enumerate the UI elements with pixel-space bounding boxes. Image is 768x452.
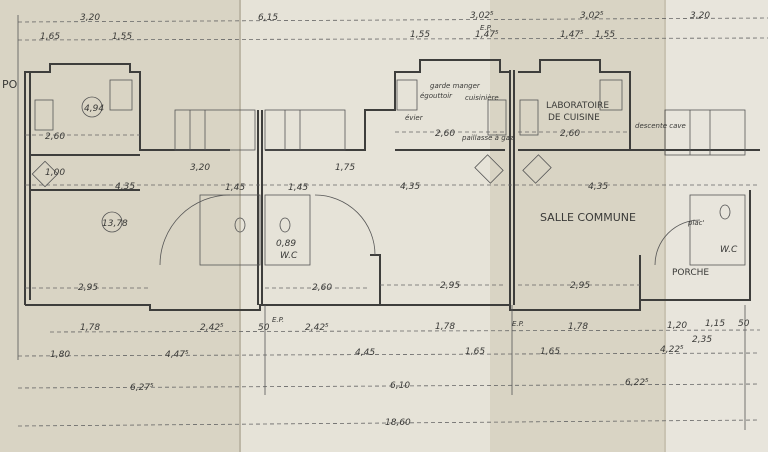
kitchen-fixtures bbox=[31, 79, 731, 233]
dim-bottom: 2,42⁵ bbox=[200, 323, 224, 333]
room-label-salle-commune: SALLE COMMUNE bbox=[540, 211, 636, 224]
dim-top: 1,55 bbox=[595, 30, 615, 40]
room-label-placard: plac' bbox=[687, 219, 705, 227]
room-label-cuisine: DE CUISINE bbox=[548, 113, 600, 123]
note-cuisiniere: cuisinière bbox=[465, 94, 499, 102]
wc-area: 0,89 bbox=[276, 239, 296, 249]
note-descente-cave: descente cave bbox=[635, 122, 686, 130]
evier-grid bbox=[34, 99, 54, 131]
dim-inner: 2,60 bbox=[45, 132, 65, 142]
evier-box bbox=[396, 79, 418, 111]
dim-inner: 4,35 bbox=[588, 182, 608, 192]
dim-top: 3,02⁵ bbox=[580, 11, 604, 21]
dim-bottom: 1,78 bbox=[80, 323, 100, 333]
dim-bottom: 1,20 bbox=[667, 321, 687, 331]
dim-bottom: 1,15 bbox=[705, 319, 725, 329]
wc-bowl bbox=[234, 217, 246, 233]
dim-inner: 3,20 bbox=[190, 163, 210, 173]
top-dimension-lines bbox=[17, 15, 768, 360]
room-label-wc: W.C bbox=[720, 245, 738, 255]
chimney-flue bbox=[474, 154, 504, 184]
wc-bowl bbox=[279, 217, 291, 233]
dim-inner: 2,60 bbox=[435, 129, 455, 139]
note-garde-manger: garde manger bbox=[430, 82, 481, 90]
dim-bottom: 2,42⁵ bbox=[305, 323, 329, 333]
dim-top: 1,47⁵ bbox=[475, 30, 499, 40]
dim-bottom: 2,35 bbox=[692, 335, 712, 345]
dim-bottom: 6,27⁵ bbox=[130, 383, 154, 393]
room-label-porche: PORCHE bbox=[672, 268, 709, 278]
note-ep: E.P. bbox=[512, 320, 524, 328]
dim-top: 3,20 bbox=[690, 11, 710, 21]
dim-inner: 4,35 bbox=[400, 182, 420, 192]
label-po: PO bbox=[2, 78, 18, 91]
dim-bottom: 1,65 bbox=[540, 347, 560, 357]
dim-top: 6,15 bbox=[258, 13, 278, 23]
dim-inner: 2,60 bbox=[560, 129, 580, 139]
dim-inner: 2,95 bbox=[78, 283, 98, 293]
dim-inner: 2,60 bbox=[312, 283, 332, 293]
dim-bottom: 4,22⁵ bbox=[660, 345, 684, 355]
dim-top: 3,20 bbox=[80, 13, 100, 23]
dim-bottom: 4,47⁵ bbox=[165, 350, 189, 360]
inner-dimension-lines bbox=[25, 131, 760, 289]
dim-top: 1,47⁵ bbox=[560, 30, 584, 40]
dim-inner: 1,00 bbox=[45, 168, 65, 178]
bottom-dimension-lines bbox=[17, 305, 761, 430]
note-ep: E.P. bbox=[272, 316, 284, 324]
dim-bottom: 6,22⁵ bbox=[625, 378, 649, 388]
chimney-flue bbox=[522, 154, 552, 184]
dim-bottom: 1,78 bbox=[435, 322, 455, 332]
note-evier: évier bbox=[405, 114, 424, 122]
dim-bottom: 1,80 bbox=[50, 350, 70, 360]
dim-top: 3,02⁵ bbox=[470, 11, 494, 21]
dim-top: 1,65 bbox=[40, 32, 60, 42]
dim-inner: 1,45 bbox=[288, 183, 308, 193]
note-ep: E.P. bbox=[480, 24, 492, 32]
wc-bowl bbox=[719, 204, 731, 220]
dim-total: 18,60 bbox=[385, 418, 411, 428]
dim-bottom: 4,45 bbox=[355, 348, 375, 358]
dim-inner: 2,95 bbox=[570, 281, 590, 291]
dim-inner: 1,45 bbox=[225, 183, 245, 193]
cuisiniere-box bbox=[109, 79, 133, 111]
note-egouttoir: égouttoir bbox=[420, 92, 453, 100]
chimney-flue bbox=[31, 160, 59, 188]
dim-top: 1,55 bbox=[112, 32, 132, 42]
room-area-circle bbox=[81, 96, 103, 118]
dim-bottom: 1,65 bbox=[465, 347, 485, 357]
paper-fold-band bbox=[240, 0, 490, 452]
dim-bottom: 1,78 bbox=[568, 322, 588, 332]
dim-inner: 1,75 bbox=[335, 163, 355, 173]
dim-bottom: 6,10 bbox=[390, 381, 410, 391]
room-label-laboratoire: LABORATOIRE bbox=[546, 101, 609, 111]
dim-bottom: 50 bbox=[258, 323, 270, 333]
dim-inner: 2,95 bbox=[440, 281, 460, 291]
room-area-label: 13,78 bbox=[102, 219, 128, 229]
stairs bbox=[159, 110, 711, 266]
note-paillasse: paillasse à gaz bbox=[461, 134, 514, 142]
dim-top: 1,55 bbox=[410, 30, 430, 40]
cuisiniere-box bbox=[599, 79, 623, 111]
dim-bottom: 50 bbox=[738, 319, 750, 329]
room-area-label: 4,94 bbox=[84, 104, 104, 114]
room-area-circle bbox=[101, 211, 123, 233]
room-label-wc: W.C bbox=[280, 251, 298, 261]
paper-fold-band-right bbox=[665, 0, 768, 452]
evier-grid bbox=[519, 99, 539, 136]
dim-inner: 4,35 bbox=[115, 182, 135, 192]
evier-grid bbox=[487, 99, 507, 136]
